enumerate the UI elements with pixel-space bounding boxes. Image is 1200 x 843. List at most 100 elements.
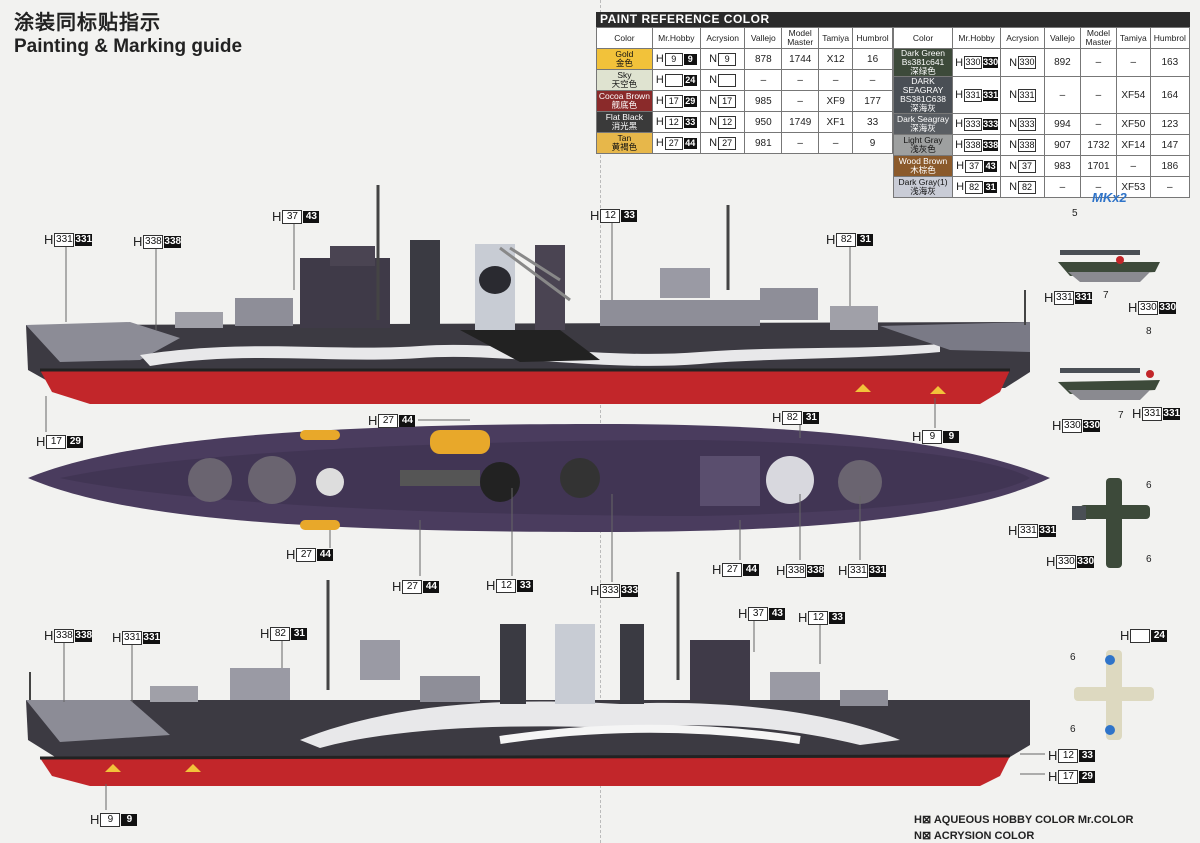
paint-header-5: Tamiya [1116,27,1151,49]
tamiya-code: – [1116,155,1151,177]
paint-header-4: Model Master [781,27,820,49]
plan-view [28,424,1050,532]
model-master-code: 1701 [1079,155,1118,177]
humbrol-code: 164 [1149,76,1191,114]
part-number-7b: 7 [1118,410,1124,421]
acrysion-code: N [699,69,746,91]
part-number-6d: 6 [1070,724,1076,735]
aircraft-walrus-side-2 [1058,368,1160,400]
title-english: Painting & Marking guide [14,36,243,57]
humbrol-code: 123 [1149,113,1191,135]
vallejo-code: 907 [1043,134,1081,156]
paint-header-6: Humbrol [852,27,893,49]
vallejo-code: 985 [744,90,783,112]
paint-header-5: Tamiya [818,27,854,49]
part-number-6a: 6 [1146,480,1152,491]
vallejo-code: 878 [744,48,783,70]
vallejo-code: 983 [1043,155,1081,177]
part-number-6b: 6 [1146,554,1152,565]
vallejo-code: 981 [744,132,783,154]
model-master-code: – [1079,48,1118,77]
vallejo-code: – [1043,176,1081,198]
part-number-7a: 7 [1103,290,1109,301]
humbrol-code: 177 [852,90,893,112]
humbrol-code: 147 [1149,134,1191,156]
tamiya-code: – [1116,48,1151,77]
tamiya-code: XF14 [1116,134,1151,156]
paint-table-heading: PAINT REFERENCE COLOR [596,12,1190,27]
tamiya-code: XF50 [1116,113,1151,135]
part-number-5: 5 [1072,208,1078,219]
humbrol-code: – [1149,176,1191,198]
model-master-code: – [1079,176,1118,198]
humbrol-code: 9 [852,132,893,154]
part-number-8: 8 [1146,326,1152,337]
aircraft-count-label: MKx2 [1092,190,1127,205]
title-chinese: 涂装同标贴指示 [14,12,161,34]
humbrol-code: 33 [852,111,893,133]
humbrol-code: – [852,69,893,91]
aircraft-walrus-side-1 [1058,250,1160,282]
tamiya-code: – [818,132,854,154]
legend-acrysion: N⊠ ACRYSION COLOR [914,830,1035,842]
page-fold-line [600,0,601,843]
vallejo-code: 892 [1043,48,1081,77]
side-view-port [26,572,1030,786]
side-view-starboard [26,185,1030,404]
model-master-code: – [781,132,820,154]
paint-header-1: Mr.Hobby [651,27,701,49]
tamiya-code: XF54 [1116,76,1151,114]
model-master-code: – [781,69,820,91]
